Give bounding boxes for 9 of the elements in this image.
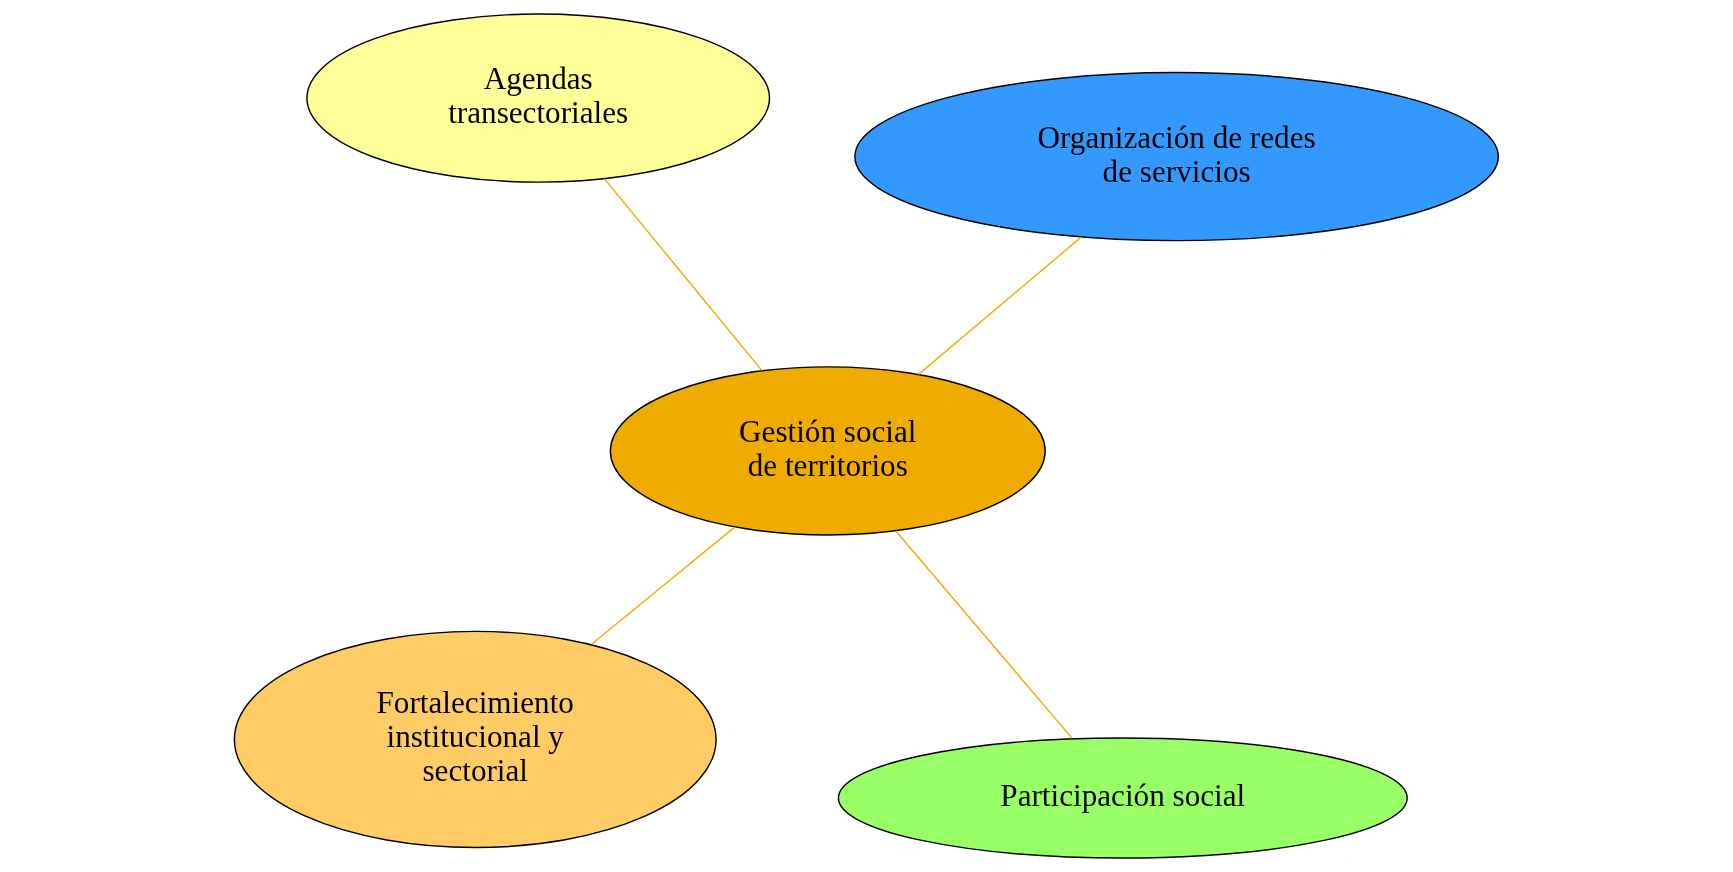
connector	[603, 178, 763, 372]
node-ellipse: Organización de redes de servicios	[854, 71, 1499, 242]
node-ellipse: Fortalecimiento institucional y sectorial	[233, 630, 717, 849]
connector	[590, 526, 736, 645]
node-ellipse: Agendas transectoriales	[306, 13, 771, 183]
node-ellipse: Participación social	[837, 737, 1408, 859]
connector	[895, 530, 1073, 740]
connector	[917, 236, 1082, 376]
node-ellipse: Gestión social de territorios	[609, 366, 1046, 536]
